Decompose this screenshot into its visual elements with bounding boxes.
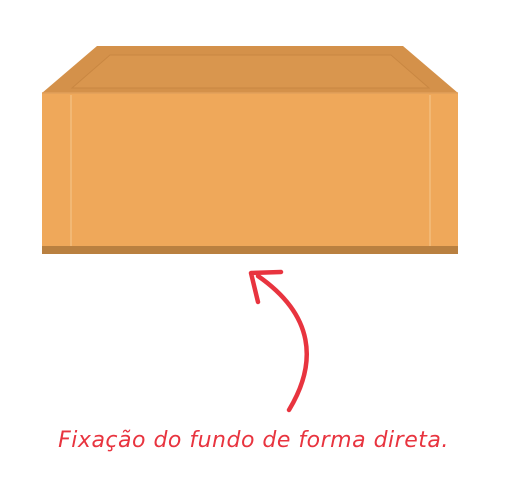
curved-arrow	[255, 273, 309, 413]
box-bottom-board	[42, 246, 458, 254]
diagram-caption: Fixação do fundo de forma direta.	[58, 428, 449, 453]
box-front-panel	[42, 93, 458, 248]
box-top-inner	[70, 54, 431, 89]
arrow-head-icon	[248, 269, 284, 305]
